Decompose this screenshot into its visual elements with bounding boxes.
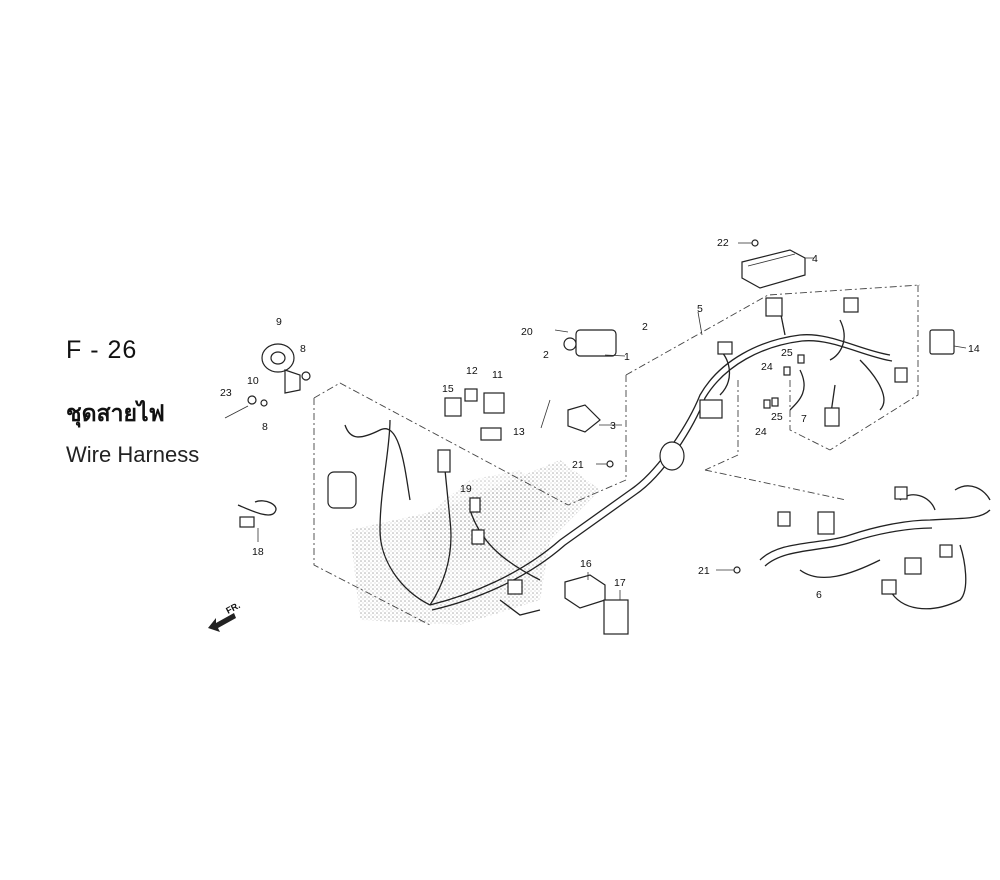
callout-22: 22 — [717, 237, 729, 249]
callout-6: 6 — [816, 589, 822, 601]
callout-2b: 2 — [543, 349, 549, 361]
callout-23: 23 — [220, 387, 232, 399]
callout-10: 10 — [247, 375, 259, 387]
callout-21: 21 — [572, 459, 584, 471]
callout-13: 13 — [513, 426, 525, 438]
callout-8b: 8 — [262, 421, 268, 433]
callout-4: 4 — [812, 253, 818, 265]
callout-1: 1 — [624, 351, 630, 363]
callout-25b: 25 — [771, 411, 783, 423]
reference-frames — [313, 284, 921, 626]
callout-18: 18 — [252, 546, 264, 558]
callout-20: 20 — [521, 326, 533, 338]
callout-11: 11 — [492, 369, 503, 381]
callout-3: 3 — [610, 420, 616, 432]
parts — [224, 239, 955, 635]
callout-8: 8 — [300, 343, 306, 355]
callout-14: 14 — [968, 343, 980, 355]
callout-numbers: 1 2 2 3 4 5 6 7 8 8 9 10 11 12 13 14 15 … — [220, 237, 980, 601]
callout-15: 15 — [442, 383, 454, 395]
callout-12: 12 — [466, 365, 478, 377]
callout-2: 2 — [642, 321, 648, 333]
front-label: FR. — [224, 600, 241, 616]
callout-24b: 24 — [755, 426, 767, 438]
callout-19: 19 — [460, 483, 472, 495]
figure-title-thai: ชุดสายไฟ — [66, 400, 165, 426]
callout-24: 24 — [761, 361, 773, 373]
figure-code: F - 26 — [66, 336, 138, 364]
callout-16: 16 — [580, 558, 592, 570]
leader-lines — [257, 257, 967, 600]
callout-7: 7 — [801, 413, 807, 425]
figure-title-english: Wire Harness — [66, 442, 200, 467]
callout-25: 25 — [781, 347, 793, 359]
sub-harness-6 — [759, 485, 991, 610]
callout-21b: 21 — [698, 565, 710, 577]
callout-9: 9 — [276, 316, 282, 328]
callout-17: 17 — [614, 577, 626, 589]
front-arrow-icon: FR. — [208, 600, 242, 632]
callout-5: 5 — [697, 303, 703, 315]
